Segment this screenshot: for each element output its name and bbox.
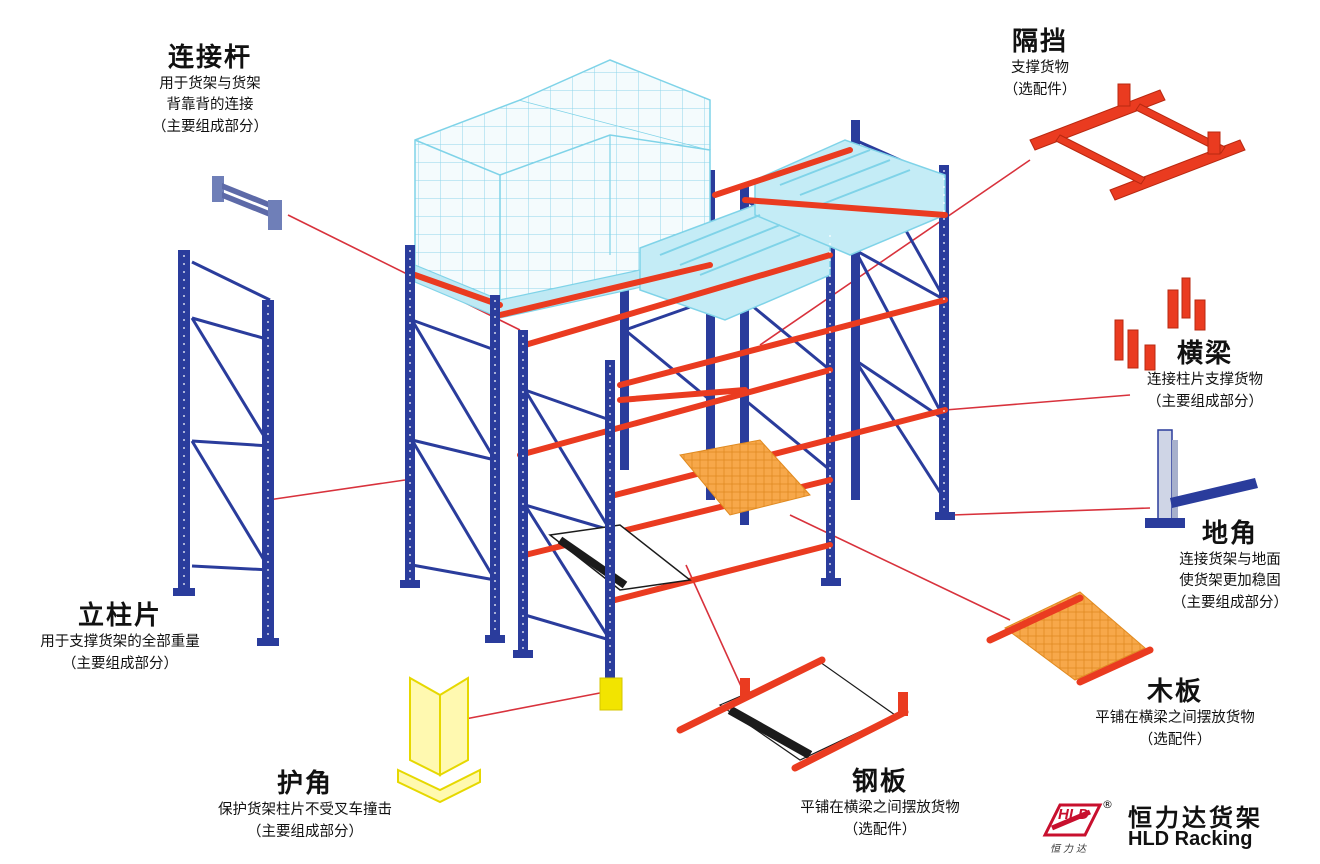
label-wood-note: （选配件） (1138, 732, 1212, 748)
leader-wood (789, 514, 1011, 621)
foot-part (1145, 429, 1258, 528)
label-connector-note: （主要组成部分） (152, 119, 268, 135)
brand-name-en: HLD Racking (1128, 828, 1253, 850)
brand-block: ® 恒力达 恒力达货架 HLD Racking (1040, 796, 1310, 856)
label-guard-line-1: 保护货架柱片不受叉车撞击 (218, 802, 392, 818)
label-connector-line-2: 背靠背的连接 (166, 97, 254, 113)
label-beam-line-1: 连接柱片支撑货物 (1147, 372, 1263, 388)
label-foot-line-2: 使货架更加稳固 (1179, 573, 1281, 589)
label-divider: 隔挡 支撑货物 （选配件） (985, 26, 1095, 101)
brand-name-cn: 恒力达货架 (1128, 804, 1263, 832)
label-beam: 横梁 连接柱片支撑货物 （主要组成部分） (1125, 338, 1285, 413)
label-guard-title: 护角 (276, 769, 333, 799)
leader-foot (951, 507, 1151, 516)
main-rack (400, 59, 955, 711)
brand-registered-mark: ® (1102, 798, 1113, 811)
label-wood-line-1: 平铺在横梁之间摆放货物 (1095, 710, 1255, 726)
label-guard-note: （主要组成部分） (247, 824, 363, 840)
label-frame-note: （主要组成部分） (62, 656, 178, 672)
label-beam-title: 横梁 (1176, 339, 1233, 369)
label-divider-note: （选配件） (1003, 82, 1077, 98)
label-frame-line-1: 用于支撑货架的全部重量 (40, 634, 200, 650)
leader-frame (267, 479, 406, 501)
leader-beam (944, 394, 1131, 411)
steel-panel-part (676, 656, 909, 772)
label-connector: 连接杆 用于货架与货架 背靠背的连接 （主要组成部分） (135, 42, 285, 138)
brand-logo (1042, 803, 1103, 837)
label-connector-title: 连接杆 (167, 43, 252, 73)
beam-connector-part (1114, 277, 1206, 371)
label-foot-line-1: 连接货架与地面 (1179, 552, 1281, 568)
leader-connector (287, 214, 521, 331)
label-foot: 地角 连接货架与地面 使货架更加稳固 （主要组成部分） (1155, 518, 1305, 614)
label-steel-title: 钢板 (851, 767, 908, 797)
brand-logo-subtext: 恒力达 (1050, 844, 1089, 855)
wood-panel-part (986, 591, 1154, 686)
label-guard: 护角 保护货架柱片不受叉车撞击 （主要组成部分） (195, 768, 415, 843)
leader-steel (685, 564, 746, 696)
divider-part (1029, 83, 1246, 201)
label-steel: 钢板 平铺在横梁之间摆放货物 （选配件） (780, 766, 980, 841)
label-divider-title: 隔挡 (1011, 27, 1068, 57)
label-steel-note: （选配件） (843, 822, 917, 838)
label-connector-line-1: 用于货架与货架 (159, 76, 261, 92)
label-divider-line-1: 支撑货物 (1011, 60, 1069, 76)
upright-frame-part (173, 250, 279, 646)
leader-divider (759, 159, 1031, 346)
leader-guard (459, 691, 606, 721)
label-foot-title: 地角 (1201, 519, 1258, 549)
brand-logo-text: HLD (1058, 806, 1089, 823)
label-steel-line-1: 平铺在横梁之间摆放货物 (800, 800, 960, 816)
label-beam-note: （主要组成部分） (1147, 394, 1263, 410)
label-wood: 木板 平铺在横梁之间摆放货物 （选配件） (1075, 676, 1275, 751)
label-wood-title: 木板 (1146, 677, 1203, 707)
corner-guard-part (397, 676, 481, 804)
connector-bar-part (212, 176, 282, 230)
label-foot-note: （主要组成部分） (1172, 595, 1288, 611)
label-frame: 立柱片 用于支撑货架的全部重量 （主要组成部分） (15, 600, 225, 675)
label-frame-title: 立柱片 (77, 601, 162, 631)
